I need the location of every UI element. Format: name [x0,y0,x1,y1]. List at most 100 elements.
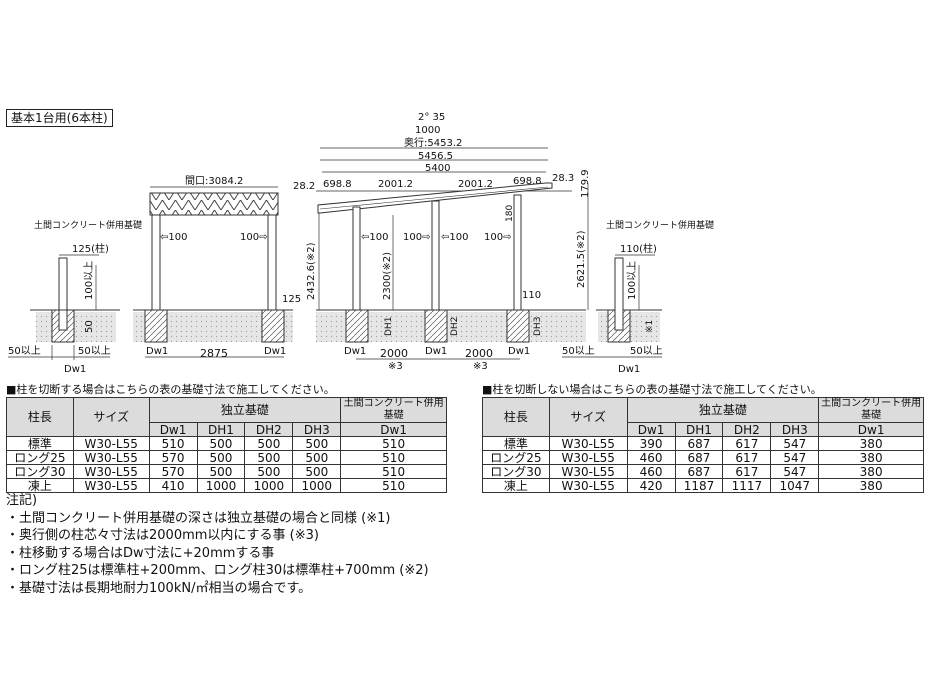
front-100-left: ⇦100 [160,232,187,243]
table-cell: 687 [674,464,724,479]
front-100-right: 100⇨ [240,232,267,243]
table-cell: 500 [292,464,342,479]
side-footing-3 [506,309,530,343]
front-dw1-left: Dw1 [146,346,168,357]
d6988a-label: 698.8 [323,179,352,190]
table-cell: 570 [148,450,198,465]
th-dh3: DH3 [292,422,342,437]
left-detail-caption: 土間コンクリート併用基礎 [34,219,142,231]
slope-label: 2° 35 [418,112,445,123]
d2000b-label: 2000 [465,347,493,360]
note3b-label: ※3 [473,361,488,372]
front-post-left [151,214,161,311]
d5456-label: 5456.5 [418,151,453,162]
note-item: ・奥行側の柱芯々寸法は2000mm以内にする事 (※3) [6,528,319,543]
table-cell: 380 [818,450,924,465]
top-1000-label: 1000 [415,125,440,136]
table-cell: 570 [148,464,198,479]
th-independent: 独立基礎 [148,397,342,423]
table-cell: 380 [818,436,924,451]
table-cell: 460 [626,450,676,465]
d20012a-label: 2001.2 [378,179,413,190]
table-cell: ロング30 [482,464,550,479]
table-cell: W30-L55 [72,478,150,493]
table-cell: W30-L55 [548,478,628,493]
th-length: 柱長 [6,397,74,437]
side-dw1-1: Dw1 [344,346,366,357]
table-cell: ロング25 [6,450,74,465]
side-100-c: ⇦100 [441,232,468,243]
table-cell: 500 [244,450,294,465]
diagram-title: 基本1台用(6本柱) [6,109,113,127]
dh3-label: DH3 [533,317,543,336]
table-cell: 凍上 [482,478,550,493]
side-dw1-2: Dw1 [425,346,447,357]
table-cell: 1117 [722,478,772,493]
table-cell: 標準 [482,436,550,451]
right-foundation-detail: 土間コンクリート併用基礎 110(柱) 100以上 ※1 50以上 50以上 D… [562,219,714,375]
d1799-label: 179.9 [580,169,591,198]
th-dh2: DH2 [244,422,294,437]
th-dw1b: Dw1 [818,422,924,437]
left-dw1-label: Dw1 [64,364,86,375]
dh1-label: DH1 [384,317,394,336]
side-footing-1 [345,309,369,343]
front-125-label: 125 [282,294,301,305]
right-50a-label: 50以上 [562,345,595,357]
notes-heading: 注記) [6,493,38,508]
right-detail-caption: 土間コンクリート併用基礎 [606,219,714,231]
th-doma: 土間コンクリート併用基礎 [340,397,447,423]
table-cell: 500 [292,436,342,451]
table-cell: 390 [626,436,676,451]
table-cell: 617 [722,450,772,465]
side-elevation: 2° 35 1000 奥行:5453.2 5456.5 5400 28.2 69… [293,112,591,372]
d26215-label: 2621.5(※2) [576,230,587,288]
right-50b-label: 50以上 [630,345,663,357]
front-roof-beam [149,192,279,216]
table-cell: W30-L55 [72,436,150,451]
left-125-label: 125(柱) [72,242,109,255]
left-ground [36,312,116,342]
table-cell: 510 [148,436,198,451]
table-cell: 500 [244,436,294,451]
table-cell: 380 [818,478,924,493]
table-right-caption: ■柱を切断しない場合はこちらの表の基礎寸法で施工してください。 [482,383,822,396]
note-item: ・ロング柱25は標準柱+200mm、ロング柱30は標準柱+700mm (※2) [6,563,429,578]
d24326-label: 2432.6(※2) [306,242,317,300]
table-cell: W30-L55 [548,436,628,451]
table-cell: 410 [148,478,198,493]
d6988b-label: 698.8 [513,176,542,187]
note-item: ・柱移動する場合はDw寸法に+20mmする事 [6,545,275,561]
note-item: ・基礎寸法は長期地耐力100kN/㎡相当の場合です。 [6,580,312,596]
dh2-label: DH2 [450,317,460,336]
side-100-d: 100⇨ [484,232,511,243]
table-cell: 547 [770,436,820,451]
table-cell: 500 [292,450,342,465]
table-left-caption: ■柱を切断する場合はこちらの表の基礎寸法で施工してください。 [6,383,335,396]
table-cell: 617 [722,464,772,479]
th-size: サイズ [548,397,628,437]
table-cell: 1187 [674,478,724,493]
d2000a-label: 2000 [380,347,408,360]
table-cell: 687 [674,450,724,465]
table-cell: W30-L55 [548,464,628,479]
d5400-label: 5400 [425,163,450,174]
table-cell: 500 [244,464,294,479]
table-cell: 510 [340,464,447,479]
table-cell: ロング30 [6,464,74,479]
front-footing-right [261,309,285,343]
right-dw1-label: Dw1 [618,364,640,375]
left-post [58,257,68,331]
okuyuki-label: 奥行:5453.2 [404,136,462,149]
th-dh2: DH2 [722,422,772,437]
front-footing-left [144,309,168,343]
